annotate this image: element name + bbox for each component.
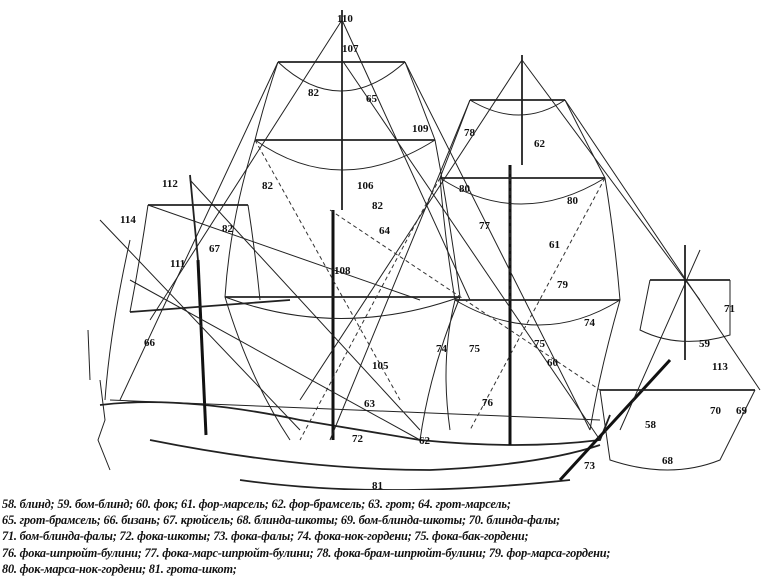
- label-66: 66: [144, 337, 156, 349]
- caption-line: 71. бом-блинда-фалы; 72. фока-шкоты; 73.…: [2, 529, 529, 544]
- label-62: 62: [534, 138, 546, 150]
- masts: [87, 10, 686, 482]
- label-111: 111: [170, 258, 185, 270]
- label-106: 106: [357, 180, 374, 192]
- label-78: 78: [464, 127, 476, 139]
- label-73: 73: [584, 460, 596, 472]
- label-82: 82: [372, 200, 384, 212]
- label-74: 74: [584, 317, 596, 329]
- caption-line: 80. фок-марса-нок-гордени; 81. грота-шко…: [2, 561, 237, 576]
- label-68: 68: [662, 455, 674, 467]
- figure-caption: 58. блинд; 59. бом-блинд; 60. фок; 61. ф…: [2, 496, 780, 577]
- label-109: 109: [412, 123, 429, 135]
- label-82: 82: [262, 180, 274, 192]
- label-79: 79: [557, 279, 569, 291]
- label-105: 105: [372, 360, 389, 372]
- label-82: 82: [308, 87, 320, 99]
- label-112: 112: [162, 178, 178, 190]
- label-69: 69: [736, 405, 748, 417]
- label-58: 58: [645, 419, 657, 431]
- label-107: 107: [342, 43, 359, 55]
- label-114: 114: [120, 214, 136, 226]
- label-70: 70: [710, 405, 722, 417]
- label-76: 76: [482, 397, 494, 409]
- ship-rigging-diagram: 110 107 65 82 109 78 62 82 106 80 80 82 …: [87, 10, 761, 490]
- label-72: 72: [352, 433, 364, 445]
- label-110: 110: [337, 13, 353, 25]
- label-61: 61: [549, 239, 560, 251]
- label-74: 74: [436, 343, 448, 355]
- bowsprit: [558, 358, 672, 482]
- label-77: 77: [479, 220, 491, 232]
- caption-line: 65. грот-брамсель; 66. бизань; 67. крюйс…: [2, 513, 561, 528]
- label-82: 82: [222, 223, 234, 235]
- mizzen-mast: [196, 259, 208, 436]
- label-67: 67: [209, 243, 221, 255]
- rigging-lines: [99, 19, 761, 441]
- label-113: 113: [712, 361, 728, 373]
- label-75: 75: [534, 338, 546, 350]
- label-80: 80: [567, 195, 579, 207]
- label-81: 81: [372, 480, 383, 490]
- label-108: 108: [334, 265, 351, 277]
- label-63: 63: [364, 398, 376, 410]
- label-62: 62: [419, 435, 431, 447]
- label-60: 60: [547, 357, 559, 369]
- ensign-staff: [87, 329, 91, 381]
- caption-line: 76. фока-шпрюйт-булини; 77. фока-марс-шп…: [2, 545, 611, 560]
- label-64: 64: [379, 225, 391, 237]
- callout-labels: 110 107 65 82 109 78 62 82 106 80 80 82 …: [120, 13, 748, 490]
- caption-line: 58. блинд; 59. бом-блинд; 60. фок; 61. ф…: [2, 497, 511, 511]
- label-80: 80: [459, 183, 471, 195]
- sails: [104, 61, 756, 471]
- label-59: 59: [699, 338, 711, 350]
- label-75: 75: [469, 343, 481, 355]
- label-71: 71: [724, 303, 735, 315]
- yards: [129, 61, 755, 391]
- label-65: 65: [366, 93, 378, 105]
- mizzen-topmast: [189, 174, 199, 261]
